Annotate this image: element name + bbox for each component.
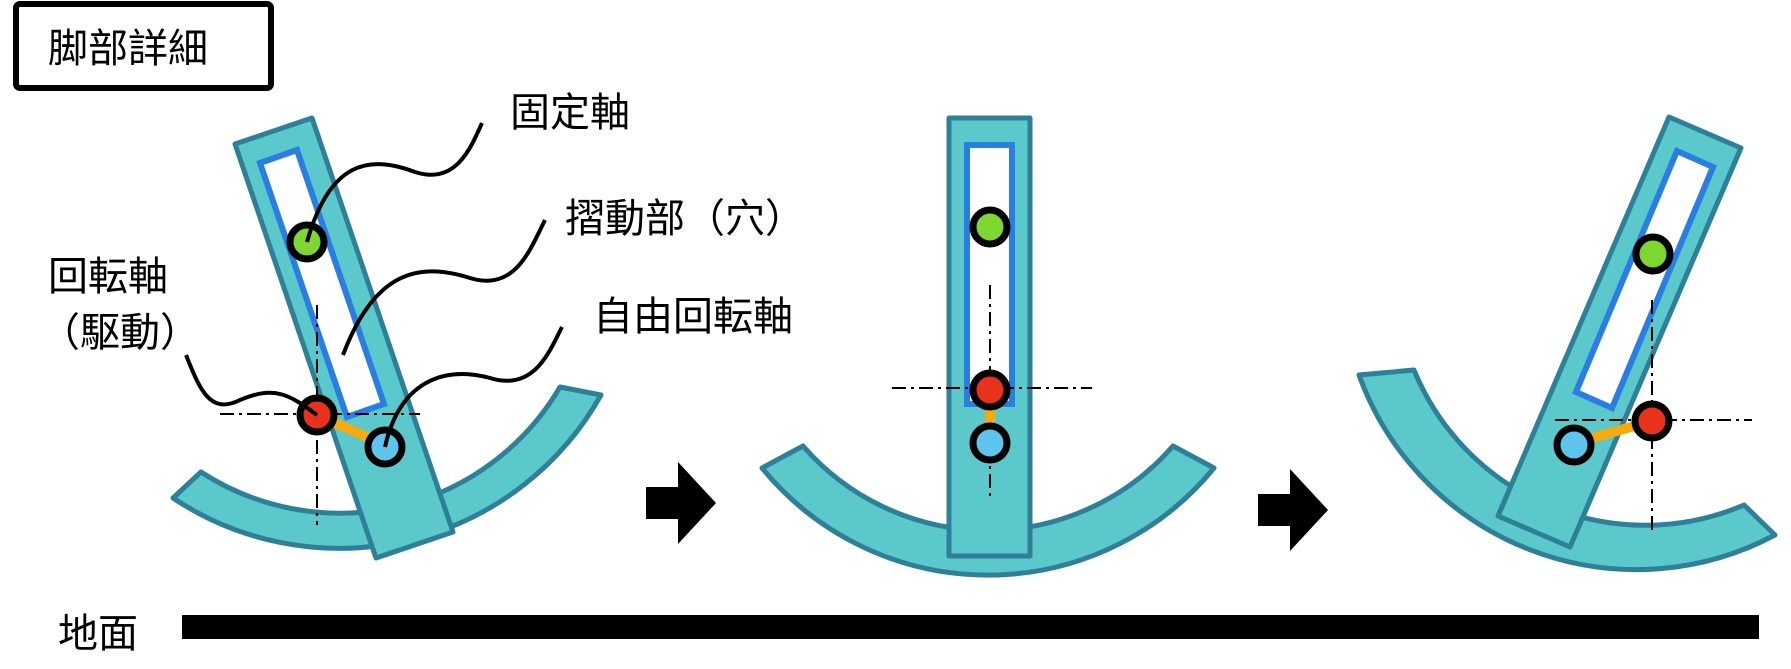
label-rotation-axis-line2: （駆動） bbox=[40, 310, 200, 356]
label-rotation-axis-line1: 回転軸 bbox=[48, 254, 168, 300]
title: 脚部詳細 bbox=[48, 26, 208, 72]
fixed-pin-2 bbox=[969, 206, 1011, 248]
slot-2 bbox=[964, 142, 1015, 407]
drive-pin-3 bbox=[1631, 400, 1673, 442]
title-box: 脚部詳細 bbox=[13, 1, 274, 91]
leader-fixed-axis bbox=[305, 122, 484, 243]
foot-arc-2 bbox=[759, 443, 1217, 578]
leader-slider bbox=[341, 219, 547, 356]
label-fixed-axis: 固定軸 bbox=[510, 90, 630, 136]
free-pin-2 bbox=[969, 422, 1011, 464]
right-arrow-icon bbox=[646, 462, 716, 544]
fixed-pin-3 bbox=[1632, 233, 1674, 275]
right-arrow-icon bbox=[1258, 469, 1328, 551]
drive-pin-2 bbox=[969, 369, 1011, 411]
foot-arc-1 bbox=[170, 384, 604, 551]
ground-bar bbox=[182, 615, 1759, 639]
free-pin-3 bbox=[1553, 424, 1595, 466]
label-free-axis: 自由回転軸 bbox=[593, 294, 793, 340]
label-slider: 摺動部（穴） bbox=[565, 196, 805, 242]
label-ground: 地面 bbox=[58, 611, 138, 657]
slot-3 bbox=[1572, 147, 1717, 412]
leader-rotation-axis bbox=[184, 354, 319, 417]
leader-free-axis bbox=[383, 326, 564, 448]
leg-stage-2 bbox=[759, 115, 1217, 578]
leg-stage-1 bbox=[170, 115, 604, 561]
leg-stage-3 bbox=[1356, 114, 1778, 573]
